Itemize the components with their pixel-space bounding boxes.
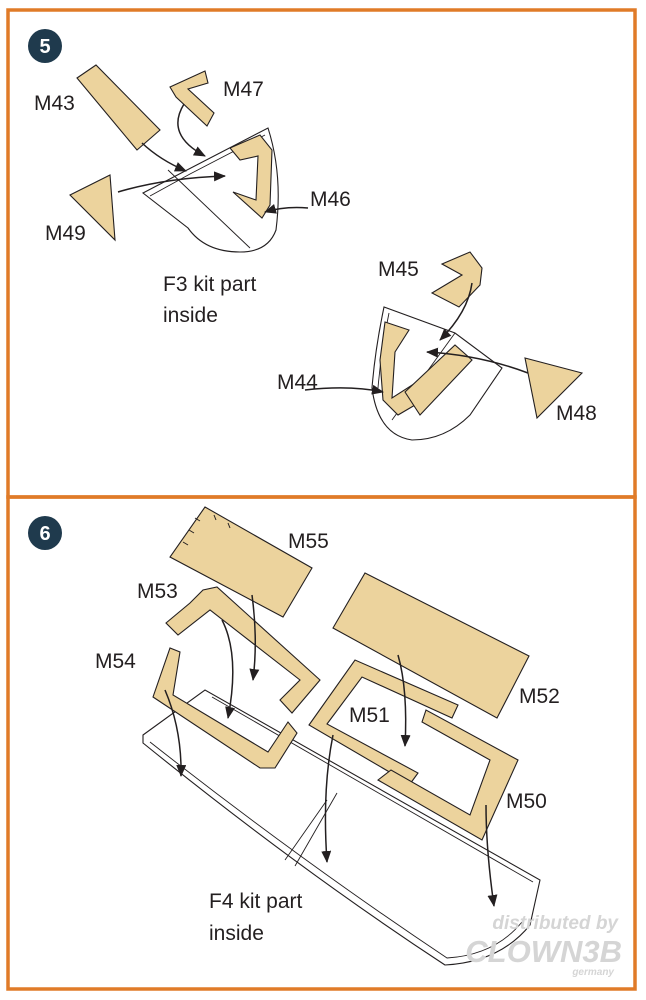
part-m43 — [76, 64, 161, 151]
part-m45 — [430, 251, 483, 308]
label-m54: M54 — [95, 650, 136, 673]
part-m46 — [229, 134, 273, 219]
f4-kit-part — [142, 689, 541, 966]
arrow-m44 — [304, 384, 384, 395]
note-f4-line-2: inside — [209, 922, 264, 945]
watermark-line-3: germany — [571, 967, 614, 978]
label-m49: M49 — [45, 222, 86, 245]
arrow-m49 — [117, 171, 226, 193]
step-6-badge — [28, 516, 62, 550]
label-m46: M46 — [310, 188, 351, 211]
part-m44-insert — [404, 344, 473, 416]
label-m47: M47 — [223, 78, 264, 101]
step-5-badge — [28, 29, 62, 63]
arrow-m52 — [397, 654, 411, 747]
watermark-line-2: CLOWN3B — [465, 934, 622, 969]
part-m55-detail — [182, 514, 231, 546]
arrow-m50 — [485, 804, 498, 907]
step-5-panel: 5 M43 M47 M — [6, 8, 637, 499]
arrow-m55 — [249, 594, 260, 681]
arrow-m45 — [439, 282, 473, 341]
part-m48 — [524, 357, 584, 420]
note-f3-line-2: inside — [163, 304, 218, 327]
distributor-watermark: distributed by CLOWN3B germany — [465, 913, 622, 978]
step-6-panel: 6 M55 M53 M54 — [6, 495, 637, 991]
step-5-number: 5 — [39, 36, 50, 58]
arrow-m51 — [321, 734, 334, 863]
label-m48: M48 — [556, 402, 597, 425]
arrow-m46 — [264, 204, 309, 214]
label-m44: M44 — [277, 371, 318, 394]
step-6-frame — [6, 495, 637, 991]
arrow-m43 — [141, 142, 187, 172]
label-m50: M50 — [506, 790, 547, 813]
part-m49 — [69, 174, 116, 242]
label-m51: M51 — [349, 704, 390, 727]
label-m55: M55 — [288, 530, 329, 553]
part-m52 — [332, 572, 530, 719]
arrow-m54 — [164, 689, 187, 777]
arrow-m53 — [221, 619, 235, 719]
part-m50 — [377, 709, 519, 841]
note-f4-line-1: F4 kit part — [209, 890, 303, 913]
part-m53 — [165, 586, 321, 714]
part-m47 — [169, 70, 215, 127]
part-m51 — [308, 659, 459, 785]
step-6-number: 6 — [39, 523, 50, 545]
label-m52: M52 — [519, 685, 560, 708]
arrow-m48 — [426, 347, 529, 374]
label-m45: M45 — [378, 258, 419, 281]
label-m43: M43 — [34, 92, 75, 115]
label-m53: M53 — [137, 580, 178, 603]
part-m54 — [152, 647, 298, 769]
watermark-line-1: distributed by — [492, 913, 619, 934]
arrow-m47 — [177, 103, 206, 157]
part-m55 — [169, 506, 313, 618]
note-f3-line-1: F3 kit part — [163, 273, 257, 296]
